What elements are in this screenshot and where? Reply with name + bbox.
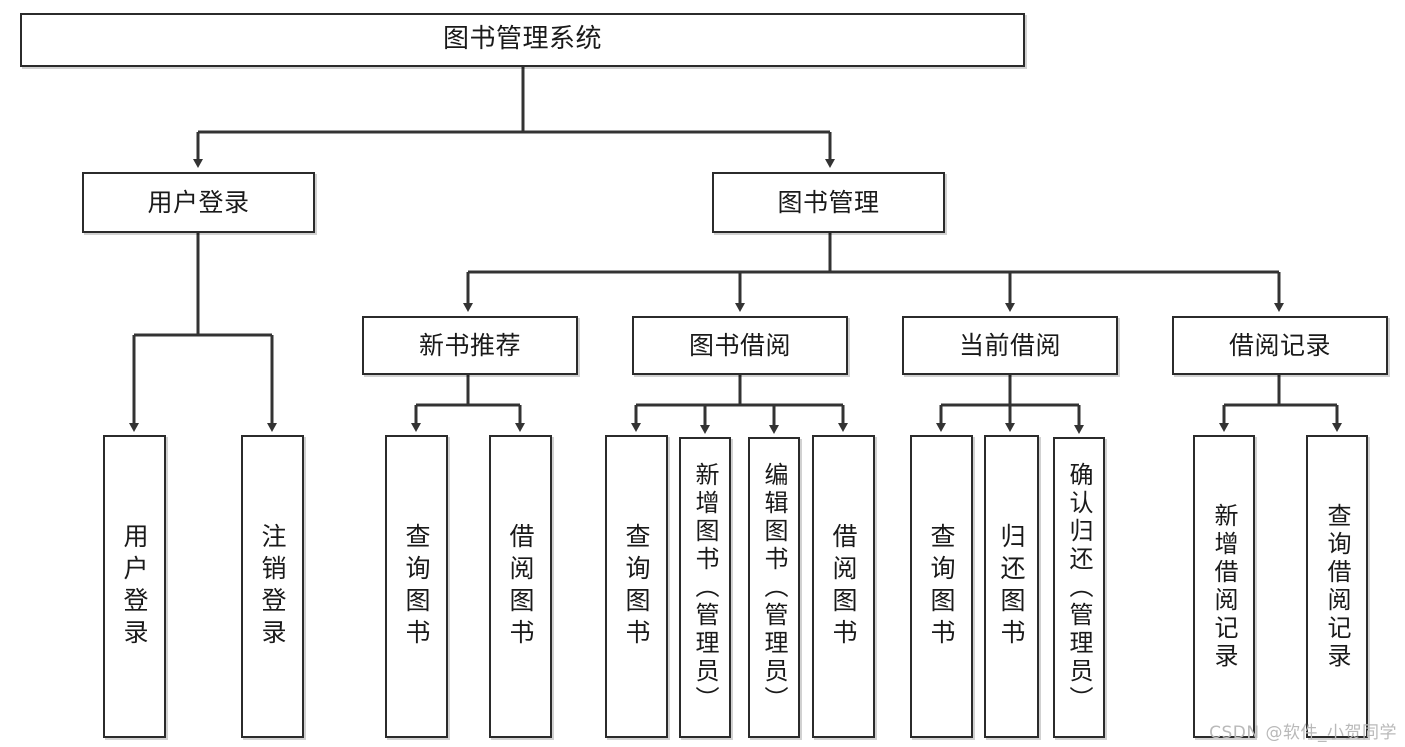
node-borrowing-record[interactable]: 借阅记录: [1172, 316, 1388, 375]
node-label: 图书管理系统: [442, 24, 602, 55]
node-label: 注销登录: [258, 522, 287, 651]
node-root-book-management-system[interactable]: 图书管理系统: [20, 13, 1025, 67]
leaf-borrow-record-query-record[interactable]: 查询借阅记录: [1306, 435, 1368, 738]
node-user-login[interactable]: 用户登录: [82, 172, 315, 233]
leaf-book-borrow-borrow-books[interactable]: 借阅图书: [812, 435, 875, 738]
node-label: 确认归还（管理员）: [1065, 461, 1093, 714]
leaf-new-book-borrow-books[interactable]: 借阅图书: [489, 435, 552, 738]
node-label: 用户登录: [120, 522, 149, 651]
leaf-book-borrow-add-book-admin[interactable]: 新增图书（管理员）: [679, 437, 731, 738]
leaf-current-borrow-query-books[interactable]: 查询图书: [910, 435, 973, 738]
node-label: 用户登录: [147, 187, 250, 217]
node-label: 新增借阅记录: [1210, 502, 1238, 671]
node-label: 新书推荐: [418, 330, 521, 360]
node-book-borrowing[interactable]: 图书借阅: [632, 316, 848, 375]
node-label: 图书管理: [777, 187, 880, 217]
node-label: 查询借阅记录: [1323, 502, 1351, 671]
leaf-current-borrow-confirm-return-admin[interactable]: 确认归还（管理员）: [1053, 437, 1105, 738]
leaf-current-borrow-return-books[interactable]: 归还图书: [984, 435, 1039, 738]
leaf-new-book-query-books[interactable]: 查询图书: [385, 435, 448, 738]
node-label: 当前借阅: [958, 330, 1061, 360]
node-new-book-recommendation[interactable]: 新书推荐: [362, 316, 578, 375]
node-label: 查询图书: [402, 522, 431, 651]
node-label: 借阅记录: [1228, 330, 1331, 360]
leaf-borrow-record-add-record[interactable]: 新增借阅记录: [1193, 435, 1255, 738]
node-label: 归还图书: [997, 522, 1026, 651]
node-label: 查询图书: [622, 522, 651, 651]
node-current-borrowing[interactable]: 当前借阅: [902, 316, 1118, 375]
node-label: 查询图书: [927, 522, 956, 651]
leaf-user-login-login[interactable]: 用户登录: [103, 435, 166, 738]
leaf-user-login-logout[interactable]: 注销登录: [241, 435, 304, 738]
node-label: 编辑图书（管理员）: [760, 461, 788, 714]
leaf-book-borrow-edit-book-admin[interactable]: 编辑图书（管理员）: [748, 437, 800, 738]
node-label: 新增图书（管理员）: [691, 461, 719, 714]
node-book-management[interactable]: 图书管理: [712, 172, 945, 233]
node-label: 借阅图书: [829, 522, 858, 651]
leaf-book-borrow-query-books[interactable]: 查询图书: [605, 435, 668, 738]
node-label: 借阅图书: [506, 522, 535, 651]
node-label: 图书借阅: [688, 330, 791, 360]
csdn-watermark: CSDN @软件_小贺同学: [1209, 723, 1397, 743]
